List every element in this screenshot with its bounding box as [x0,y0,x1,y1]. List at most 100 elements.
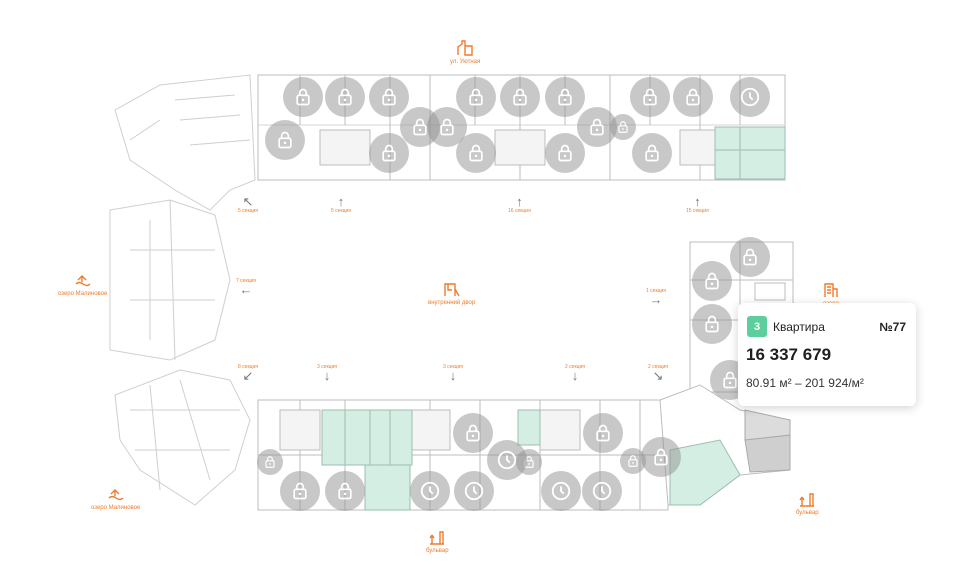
locked-unit-marker[interactable] [630,77,670,117]
rooms-badge: 3 [747,316,767,337]
clock-icon [496,449,518,471]
section-label-top-3: ↑ 16 секция [508,194,531,214]
section-label-right: 1 секция → [646,288,667,307]
locked-unit-marker[interactable] [583,413,623,453]
lock-icon [651,447,671,467]
section-label-bottom-4: 2 секция ↓ [565,364,586,383]
locked-unit-marker[interactable] [692,261,732,301]
apartment-price: 16 337 679 [746,345,832,364]
locked-unit-marker[interactable] [632,133,672,173]
apartment-type: Квартира [773,320,825,334]
locked-unit-marker[interactable] [283,77,323,117]
reserved-unit-marker[interactable] [730,77,770,117]
lock-icon [410,117,430,137]
landmark-bottom: бульвар [426,529,449,555]
locked-unit-marker[interactable] [545,77,585,117]
lock-icon [290,481,310,501]
locked-unit-marker[interactable] [545,133,585,173]
arrow-icon: ↖ [242,194,254,209]
reserved-unit-marker[interactable] [487,440,527,480]
locked-unit-marker[interactable] [265,120,305,160]
lock-icon [335,481,355,501]
lake-icon [75,275,91,287]
arrow-down-icon: ↓ [449,368,457,383]
landmark-center: внутренний двор [428,281,475,307]
building-icon [457,40,473,56]
boulevard-icon [429,531,445,545]
arrow-down-icon: ↓ [571,368,579,383]
arrow-right-icon: → [649,292,663,307]
lock-icon [466,143,486,163]
lock-icon [626,454,640,468]
lock-icon [702,271,722,291]
lock-icon [335,87,355,107]
arrow-up-icon: ↑ [694,194,701,209]
lock-icon [642,143,662,163]
locked-unit-marker[interactable] [500,77,540,117]
landmark-bottom-label: бульвар [426,548,449,554]
lock-icon [640,87,660,107]
section-label-left: 7 секция ← [236,278,257,297]
lake-icon [108,489,124,501]
clock-icon [550,480,572,502]
clock-icon [739,86,761,108]
locked-unit-marker[interactable] [257,449,283,475]
lock-icon [293,87,313,107]
arrow-up-icon: ↑ [337,194,345,209]
locked-unit-marker[interactable] [456,77,496,117]
reserved-unit-marker[interactable] [454,471,494,511]
lock-icon [379,87,399,107]
section-label-bottom-3: 3 секция ↓ [443,364,464,383]
reserved-unit-marker[interactable] [582,471,622,511]
section-label-bottom-1: 8 секция ↙ [238,364,259,383]
lock-icon [587,117,607,137]
section-label-top-4: ↑ 15 секция [686,194,709,214]
locked-unit-marker[interactable] [641,437,681,477]
apartment-area: 80.91 м² – 201 924/м² [746,376,864,390]
locked-unit-marker[interactable] [369,77,409,117]
section-label-bottom-5: 2 секция ↘ [648,364,669,383]
landmark-left-upper: озеро Малиновое [58,272,107,298]
lock-icon [616,120,630,134]
reserved-unit-marker[interactable] [410,471,450,511]
landmark-left-lower-label: озеро Малиновое [91,505,141,511]
apartment-number: №77 [879,320,906,334]
lock-icon [593,423,613,443]
landmark-right-lower-label: бульвар [796,510,819,516]
section-label-top-1: ↖ 5 секция [238,194,259,214]
reserved-unit-marker[interactable] [541,471,581,511]
lock-icon [740,247,760,267]
section-label-top-2: ↑ 5 секция [331,194,352,214]
locked-unit-marker[interactable] [730,237,770,277]
locked-unit-marker[interactable] [325,471,365,511]
lock-icon [683,87,703,107]
apartment-card[interactable]: 3 Квартира №77 16 337 679 80.91 м² – 201… [738,303,916,406]
arrow-down-left-icon: ↙ [242,368,254,383]
locked-unit-marker[interactable] [673,77,713,117]
lock-icon [275,130,295,150]
landmark-right-lower: бульвар [796,491,819,517]
locked-unit-marker[interactable] [692,304,732,344]
locked-unit-marker[interactable] [456,133,496,173]
clock-icon [591,480,613,502]
lock-icon [702,314,722,334]
lock-icon [379,143,399,163]
playground-icon [443,283,460,297]
arrow-up-icon: ↑ [516,194,523,209]
lock-icon [263,455,277,469]
landmark-top: ул. Уютная [450,40,480,66]
locked-unit-marker[interactable] [610,114,636,140]
locked-unit-marker[interactable] [280,471,320,511]
landmark-center-label: внутренний двор [428,300,476,306]
locked-unit-marker[interactable] [620,448,646,474]
lock-icon [510,87,530,107]
arrow-down-icon: ↓ [323,368,331,383]
landmark-left-lower: озеро Малиновое [91,486,140,512]
building-icon [824,283,838,297]
locked-unit-marker[interactable] [453,413,493,453]
lock-icon [555,143,575,163]
locked-unit-marker[interactable] [369,133,409,173]
clock-icon [463,480,485,502]
locked-unit-marker[interactable] [325,77,365,117]
section-label-bottom-2: 3 секция ↓ [317,364,338,383]
